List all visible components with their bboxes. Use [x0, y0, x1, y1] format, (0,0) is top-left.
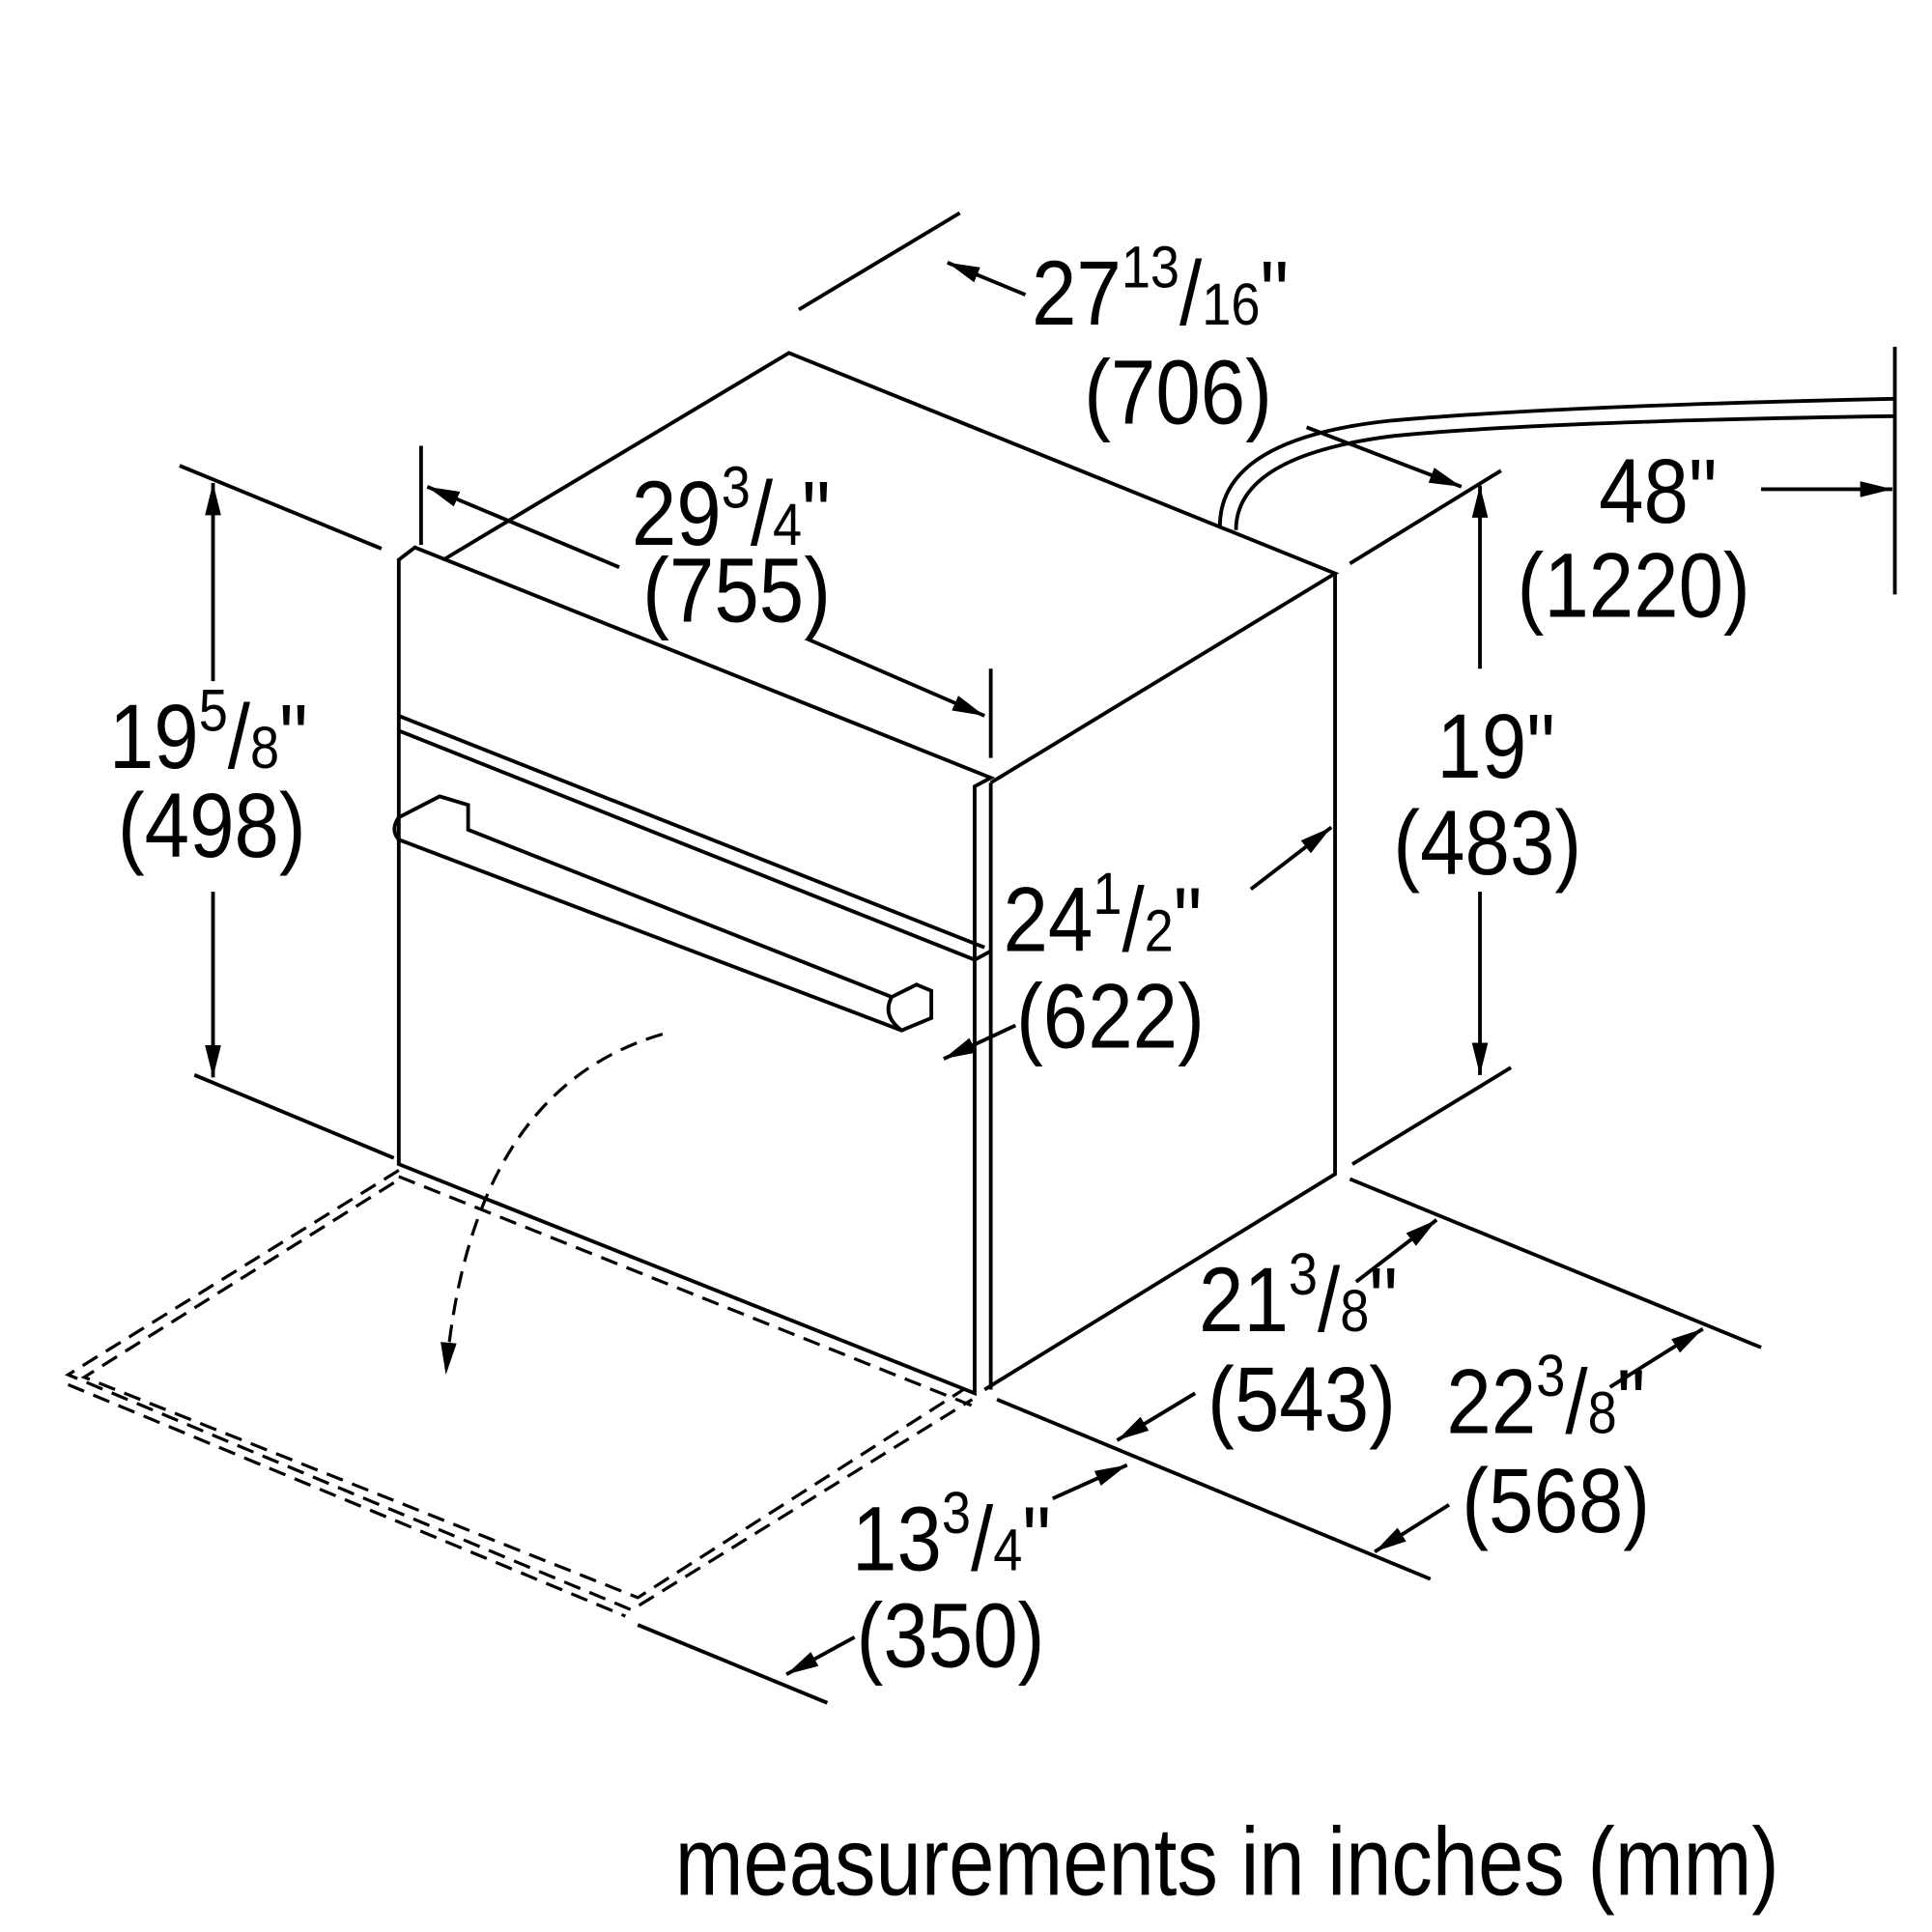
label-depth-total: 223/8" (568): [1446, 1344, 1650, 1551]
footer-note: measurements in inches (mm): [675, 1807, 1779, 1916]
svg-text:48": 48": [1599, 440, 1718, 542]
label-height-body: 19" (483): [1393, 695, 1581, 894]
label-width-overall: 293/4" (755): [632, 455, 831, 640]
svg-text:241/2": 241/2": [1003, 862, 1202, 971]
door-handle: [392, 794, 934, 1033]
label-door-open: 133/4" (350): [852, 1481, 1051, 1687]
dimension-lines: [179, 211, 1892, 1705]
svg-text:223/8": 223/8": [1446, 1344, 1645, 1453]
svg-text:195/8": 195/8": [109, 678, 308, 787]
svg-text:(350): (350): [857, 1584, 1045, 1687]
label-width-body: 241/2" (622): [1003, 862, 1204, 1067]
svg-text:(543): (543): [1208, 1348, 1396, 1450]
appliance-body: [396, 351, 1340, 1397]
svg-text:(622): (622): [1016, 965, 1205, 1067]
svg-text:(755): (755): [642, 539, 831, 641]
label-cord-length: 48" (1220): [1518, 440, 1750, 637]
svg-text:(1220): (1220): [1518, 533, 1750, 636]
label-height-overall: 195/8" (498): [109, 678, 308, 876]
svg-text:213/8": 213/8": [1199, 1242, 1398, 1351]
svg-text:measurements in inches (mm): measurements in inches (mm): [675, 1807, 1779, 1916]
svg-text:(568): (568): [1462, 1449, 1650, 1551]
svg-text:(483): (483): [1393, 791, 1581, 894]
label-depth-body: 213/8" (543): [1199, 1242, 1398, 1450]
label-depth-overall: 2713/16" (706): [1032, 235, 1289, 442]
svg-text:(498): (498): [118, 774, 306, 876]
svg-text:2713/16": 2713/16": [1032, 235, 1289, 344]
svg-text:(706): (706): [1084, 340, 1272, 442]
power-cord: [1217, 346, 1897, 595]
svg-text:19": 19": [1436, 695, 1555, 797]
svg-text:293/4": 293/4": [632, 455, 831, 564]
svg-text:133/4": 133/4": [852, 1481, 1051, 1590]
open-door-outline: [65, 1032, 974, 1618]
